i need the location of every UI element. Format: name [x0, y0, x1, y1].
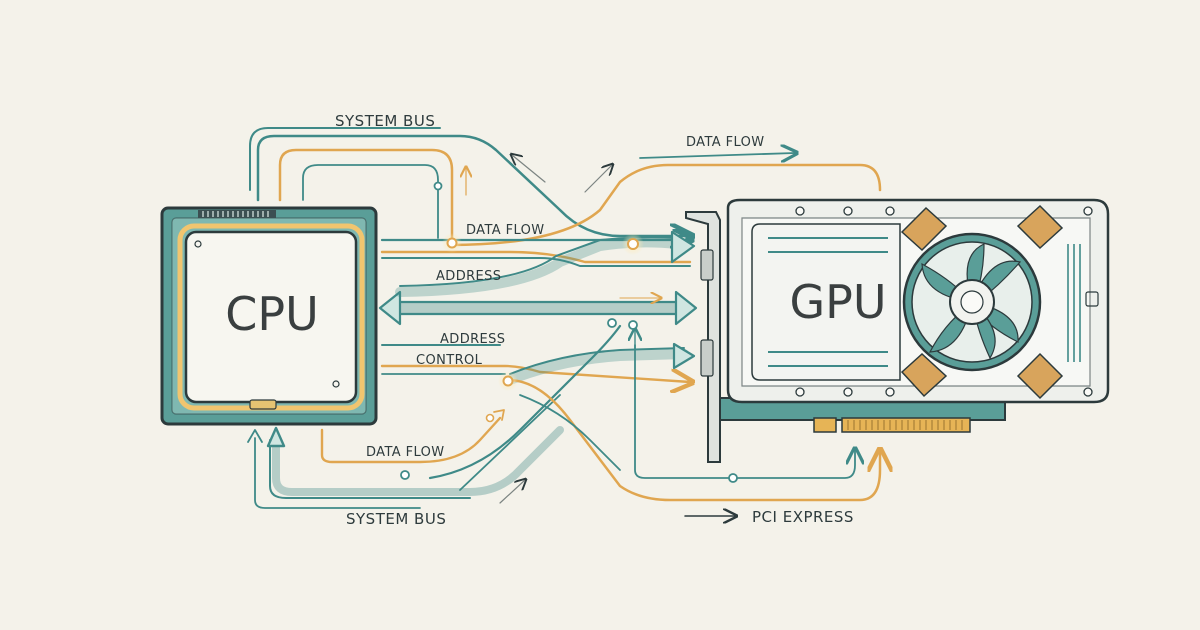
node-9 — [628, 320, 638, 330]
control-line — [380, 364, 690, 382]
bus-lines — [247, 127, 880, 516]
cpu-bottom-notch — [249, 399, 277, 410]
gpu-pcie-connector — [841, 417, 971, 433]
node-7 — [400, 470, 410, 480]
gpu-bracket-port-1 — [700, 249, 714, 281]
system-bus-top-line-2 — [249, 127, 441, 191]
node-6 — [485, 413, 495, 423]
node-4 — [607, 318, 617, 328]
junction-nodes — [400, 181, 738, 483]
cpu-corner-dot-1 — [194, 240, 202, 248]
gpu-bracket-port-2 — [700, 339, 714, 377]
system-bus-outer-arrowhead — [247, 429, 263, 443]
node-8 — [728, 473, 738, 483]
gpu-left-panel — [751, 223, 901, 381]
pci-loop-teal — [634, 344, 855, 479]
label-address-2: ADDRESS — [440, 332, 505, 347]
label-control: CONTROL — [416, 353, 483, 368]
gpu-corner-plate-tl — [900, 206, 948, 252]
label-data-flow-top: DATA FLOW — [686, 135, 765, 150]
teal-diagonal-2 — [459, 394, 561, 491]
gpu-label: GPU — [789, 275, 886, 329]
gpu-card: GPU — [685, 198, 1110, 463]
bus-labels: SYSTEM BUS DATA FLOW DATA FLOW ADDRESS A… — [335, 112, 854, 528]
node-1 — [446, 237, 458, 249]
gpu-corner-plate-br — [1016, 352, 1064, 400]
node-5 — [502, 375, 514, 387]
label-address-1: ADDRESS — [436, 269, 501, 284]
gpu-lower-arrow-head — [672, 342, 696, 370]
gpu-lower-teal-band-edge — [509, 347, 685, 375]
data-flow-bottom-line — [320, 416, 502, 464]
system-bus-bottom-edge — [269, 439, 471, 499]
teal-cross-band-up — [395, 237, 681, 297]
data-flow-bottom-arrow — [493, 409, 505, 421]
address-arrow-right-head — [674, 290, 698, 326]
system-bus-outer-line — [254, 437, 421, 509]
label-pci-express: PCI EXPRESS — [752, 508, 854, 526]
gpu-screws — [795, 206, 1093, 397]
teal-inner-loop — [302, 164, 439, 239]
cpu-pin-strip — [198, 210, 276, 218]
gpu-fan-hub-inner — [960, 290, 984, 314]
gpu-side-badge — [1085, 291, 1099, 307]
address-arrow-left-head — [378, 290, 402, 326]
cpu-chip: CPU — [160, 206, 378, 426]
label-system-bus-top: SYSTEM BUS — [335, 112, 435, 130]
cpu-corner-dot-2 — [332, 380, 340, 388]
teal-cross-band-up-edge — [399, 236, 677, 287]
gpu-corner-plate-tr — [1016, 204, 1064, 250]
gpu-lower-teal-band — [505, 349, 689, 385]
gpu-pcie-connector-small — [813, 417, 837, 433]
label-data-flow-mid: DATA FLOW — [466, 223, 545, 238]
orange-top-loop — [278, 148, 454, 242]
node-2 — [627, 238, 639, 250]
label-system-bus-bottom: SYSTEM BUS — [346, 510, 446, 528]
node-3 — [433, 181, 443, 191]
system-bus-top-line — [256, 134, 690, 236]
gpu-pcie-pins — [847, 420, 963, 430]
address-line-upper-orange — [380, 250, 692, 264]
deco-arrow-5 — [499, 480, 525, 504]
deco-arrow-1 — [512, 155, 546, 183]
cpu-label: CPU — [225, 287, 319, 341]
deco-arrow-2 — [584, 165, 612, 193]
teal-to-pci — [519, 394, 621, 471]
gpu-upper-arrow-head — [670, 230, 696, 264]
gpu-side-fins — [1067, 244, 1081, 362]
gpu-vents — [768, 237, 888, 367]
gpu-corner-plate-bl — [900, 352, 948, 398]
address-line-upper-teal — [381, 257, 691, 267]
system-bus-bottom-arrow — [266, 426, 286, 448]
label-data-flow-bottom: DATA FLOW — [366, 445, 445, 460]
teal-diagonal-to-gpu — [428, 324, 622, 480]
orange-control-to-pci — [506, 378, 880, 502]
cpu-pins — [202, 211, 269, 217]
data-flow-top-arrow — [639, 153, 795, 158]
system-bus-bottom-band — [272, 426, 564, 496]
